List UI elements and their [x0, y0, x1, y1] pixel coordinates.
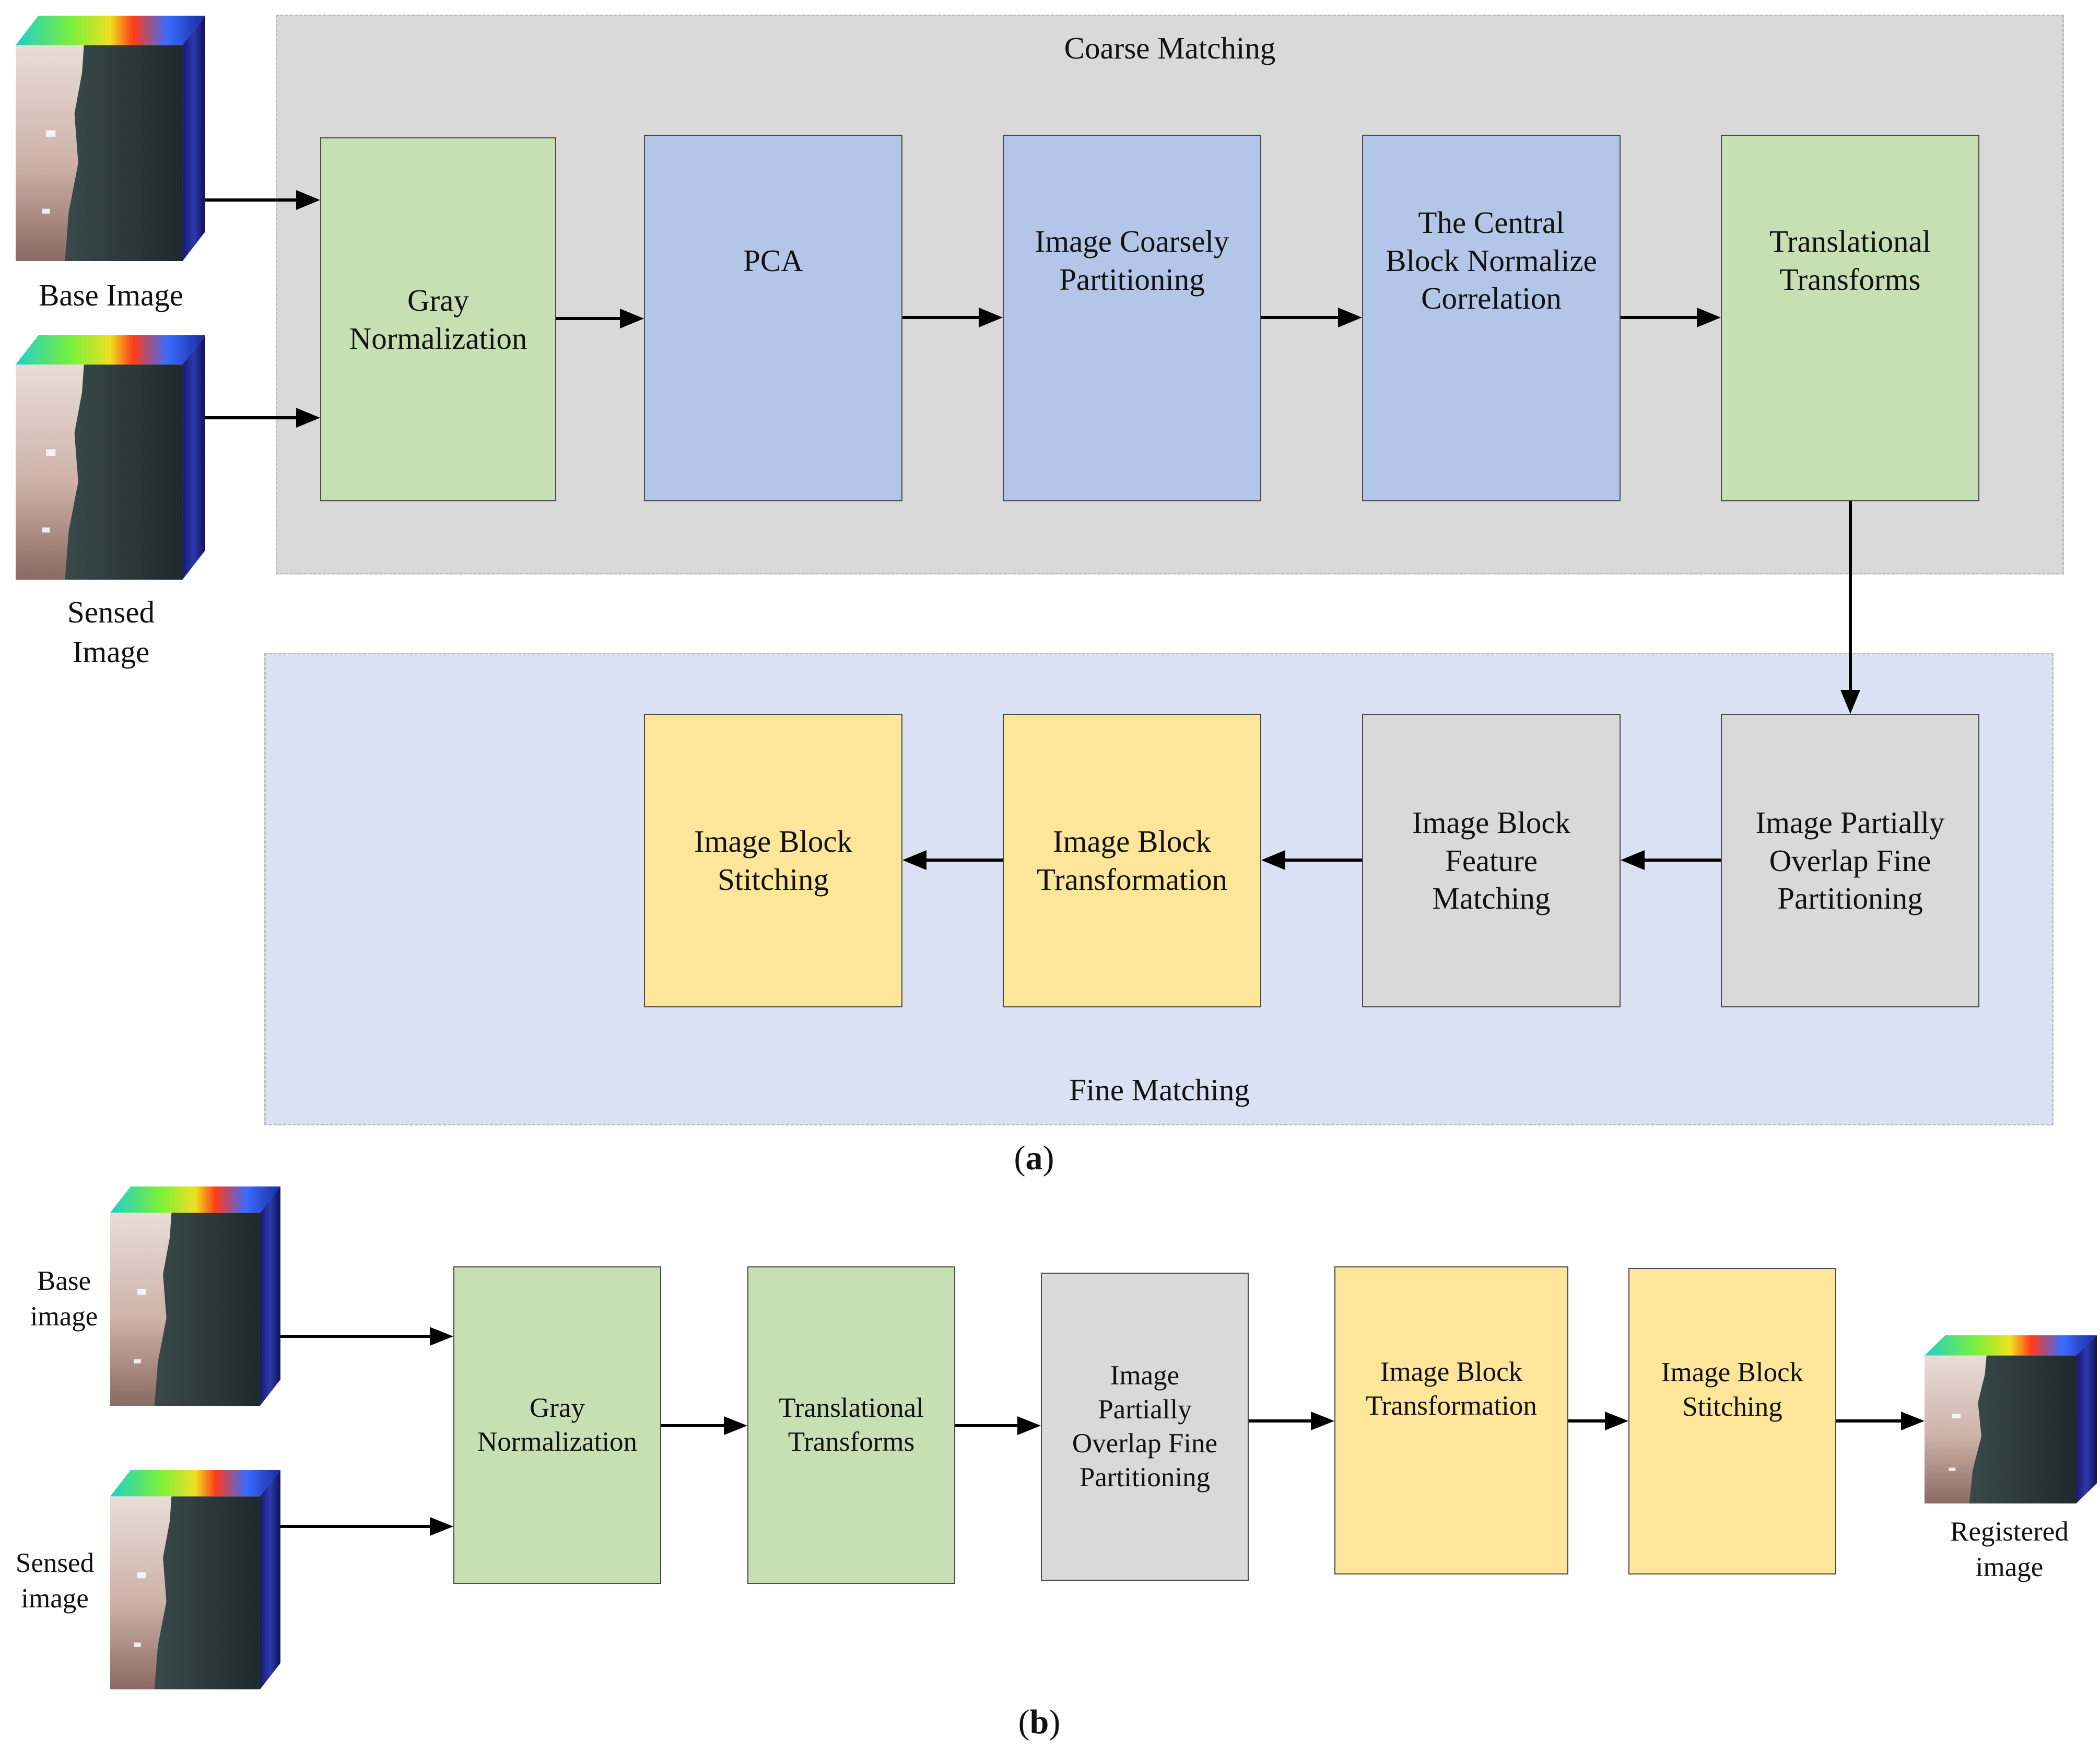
arrowhead [296, 190, 320, 210]
arrowhead [1901, 1412, 1925, 1430]
translational-transforms-box-b: Translational Transforms [747, 1266, 955, 1584]
central-block-ncc-label: The Central Block Normalize Correlation [1386, 205, 1597, 316]
arrowhead [1017, 1416, 1041, 1435]
fine-matching-title: Fine Matching [1069, 1073, 1250, 1107]
arrowhead [1311, 1412, 1334, 1430]
gray-normalization-label-b: Gray Normalization [477, 1392, 638, 1457]
arrowhead [620, 309, 644, 328]
caption-b-letter: b [1029, 1703, 1049, 1741]
gray-normalization-label: Gray Normalization [349, 283, 527, 356]
image-coarsely-partitioning-label: Image Coarsely Partitioning [1035, 224, 1229, 297]
pca-label: PCA [743, 243, 803, 278]
translational-transforms-label-b: Translational Transforms [779, 1392, 924, 1457]
image-block-stitching-box-b: Image Block Stitching [1628, 1268, 1836, 1574]
image-coarsely-partitioning-box: Image Coarsely Partitioning [1003, 135, 1261, 501]
image-block-feature-matching-label: Image Block Feature Matching [1412, 805, 1571, 916]
sensed-image-label-b: Sensed image [15, 1548, 95, 1614]
sensed-image-label: Sensed Image [67, 595, 155, 669]
gray-normalization-box: Gray Normalization [320, 137, 556, 501]
image-partially-overlap-fine-partitioning-label-b: Image Partially Overlap Fine Partitionin… [1072, 1360, 1218, 1493]
pca-box: PCA [644, 135, 902, 501]
image-block-transformation-label: Image Block Transformation [1037, 824, 1227, 897]
arrowhead [1261, 850, 1285, 870]
caption-a-letter: a [1025, 1139, 1043, 1177]
caption-b: (b) [1018, 1703, 1061, 1741]
gray-normalization-box-b: Gray Normalization [453, 1266, 661, 1584]
arrowhead [430, 1327, 453, 1346]
image-partially-overlap-fine-partitioning-label: Image Partially Overlap Fine Partitionin… [1755, 805, 1945, 916]
image-block-stitching-label: Image Block Stitching [694, 824, 853, 897]
arrowhead [1840, 690, 1860, 714]
image-block-transformation-box: Image Block Transformation [1003, 714, 1261, 1007]
caption-a: (a) [1014, 1139, 1054, 1177]
central-block-ncc-box: The Central Block Normalize Correlation [1362, 135, 1621, 501]
arrowhead [1338, 308, 1362, 327]
registered-image-label: Registered image [1950, 1517, 2069, 1582]
base-image-label: Base Image [39, 278, 183, 312]
base-image-label-b: Base image [30, 1266, 98, 1332]
arrowhead [979, 308, 1003, 327]
image-block-transformation-label-b: Image Block Transformation [1366, 1356, 1537, 1421]
image-block-stitching-box: Image Block Stitching [644, 714, 902, 1007]
image-partially-overlap-fine-partitioning-box: Image Partially Overlap Fine Partitionin… [1721, 714, 1979, 1007]
arrowhead [902, 850, 926, 870]
arrowhead [1697, 308, 1721, 327]
translational-transforms-box: Translational Transforms [1721, 135, 1979, 501]
coarse-matching-title: Coarse Matching [1064, 31, 1276, 65]
translational-transforms-label: Translational Transforms [1769, 224, 1931, 297]
arrowhead [724, 1416, 747, 1435]
image-block-transformation-box-b: Image Block Transformation [1334, 1266, 1568, 1574]
image-block-stitching-label-b: Image Block Stitching [1661, 1357, 1804, 1422]
arrowhead [1621, 850, 1645, 870]
image-partially-overlap-fine-partitioning-box-b: Image Partially Overlap Fine Partitionin… [1041, 1273, 1249, 1581]
image-block-feature-matching-box: Image Block Feature Matching [1362, 714, 1621, 1007]
arrowhead [296, 408, 320, 428]
arrowhead [1605, 1412, 1628, 1430]
arrowhead [430, 1517, 453, 1536]
